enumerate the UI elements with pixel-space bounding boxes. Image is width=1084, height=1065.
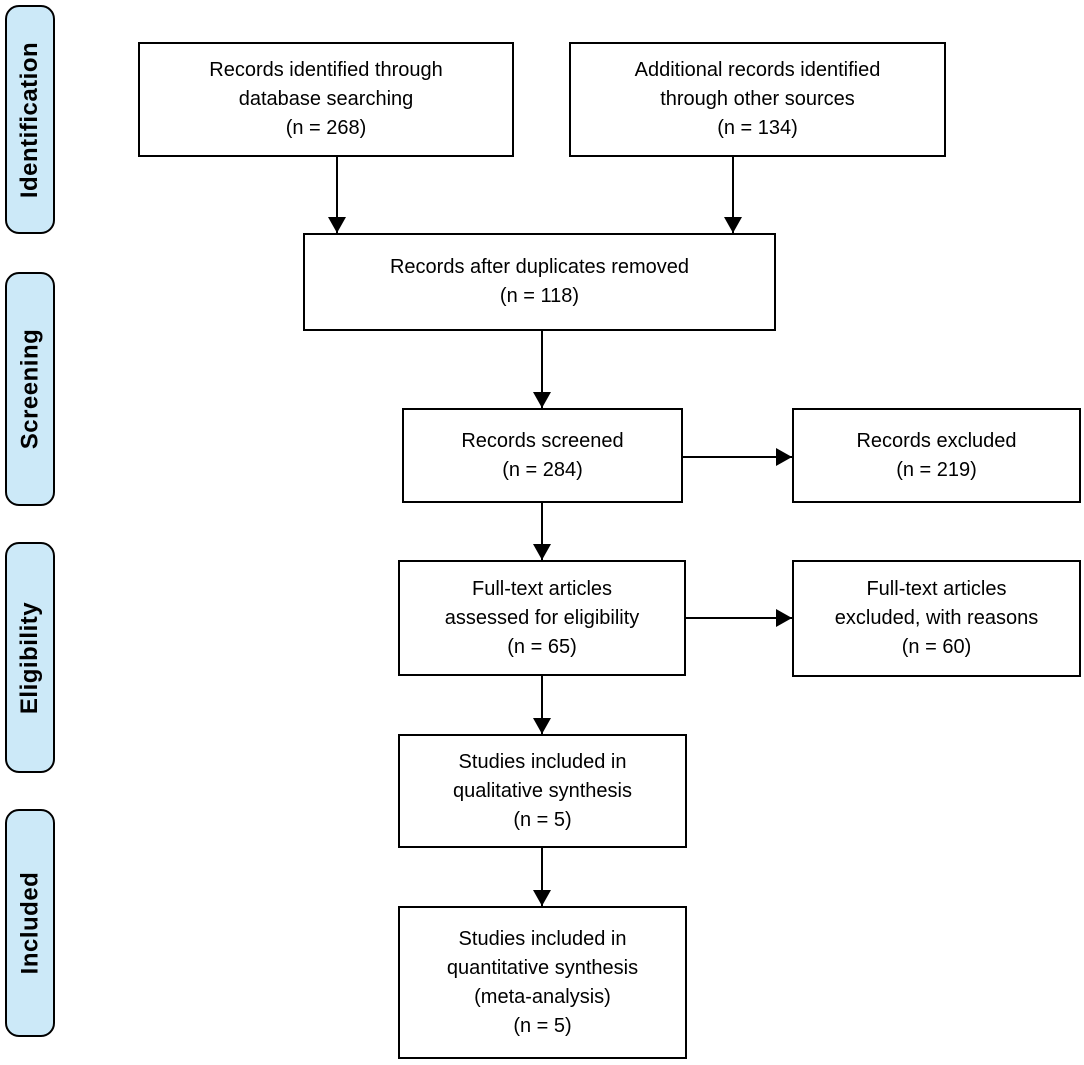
arrow-duplicates-to-screened (541, 331, 543, 408)
stage-label-identification: Identification (5, 5, 55, 234)
stage-label-eligibility: Eligibility (5, 542, 55, 773)
stage-label-included-text: Included (16, 871, 44, 975)
stage-label-screening: Screening (5, 272, 55, 506)
stage-label-identification-text: Identification (16, 41, 43, 198)
box-duplicates-removed: Records after duplicates removed (n = 11… (303, 233, 776, 331)
box-quantitative-synthesis-text: Studies included in quantitative synthes… (446, 927, 639, 1037)
box-fulltext-assessed-text: Full-text articles assessed for eligibil… (444, 577, 640, 658)
arrow-fulltext-to-qualitative (541, 676, 543, 734)
box-duplicates-removed-text: Records after duplicates removed (n = 11… (389, 256, 690, 307)
box-records-identified: Records identified through database sear… (138, 42, 514, 157)
box-additional-records-text: Additional records identified through ot… (634, 59, 881, 139)
box-quantitative-synthesis: Studies included in quantitative synthes… (398, 906, 687, 1059)
box-fulltext-assessed: Full-text articles assessed for eligibil… (398, 560, 686, 676)
arrow-fulltext-to-excluded (686, 617, 792, 619)
arrow-additional-to-duplicates (732, 157, 734, 233)
arrow-identified-to-duplicates (336, 157, 338, 233)
arrow-screened-to-fulltext (541, 503, 543, 560)
box-records-screened: Records screened (n = 284) (402, 408, 683, 503)
stage-label-eligibility-text: Eligibility (16, 601, 43, 714)
arrow-screened-to-excluded (683, 456, 792, 458)
stage-label-included: Included (5, 809, 55, 1037)
box-records-excluded: Records excluded (n = 219) (792, 408, 1081, 503)
stage-label-screening-text: Screening (16, 328, 44, 450)
box-qualitative-synthesis: Studies included in qualitative synthesi… (398, 734, 687, 848)
box-qualitative-synthesis-text: Studies included in qualitative synthesi… (453, 750, 632, 831)
box-fulltext-excluded-text: Full-text articles excluded, with reason… (834, 578, 1039, 658)
box-fulltext-excluded: Full-text articles excluded, with reason… (792, 560, 1081, 677)
arrow-qualitative-to-quantitative (541, 848, 543, 906)
box-records-excluded-text: Records excluded (n = 219) (856, 429, 1017, 481)
box-records-identified-text: Records identified through database sear… (209, 59, 443, 139)
box-additional-records: Additional records identified through ot… (569, 42, 946, 157)
box-records-screened-text: Records screened (n = 284) (461, 429, 624, 481)
